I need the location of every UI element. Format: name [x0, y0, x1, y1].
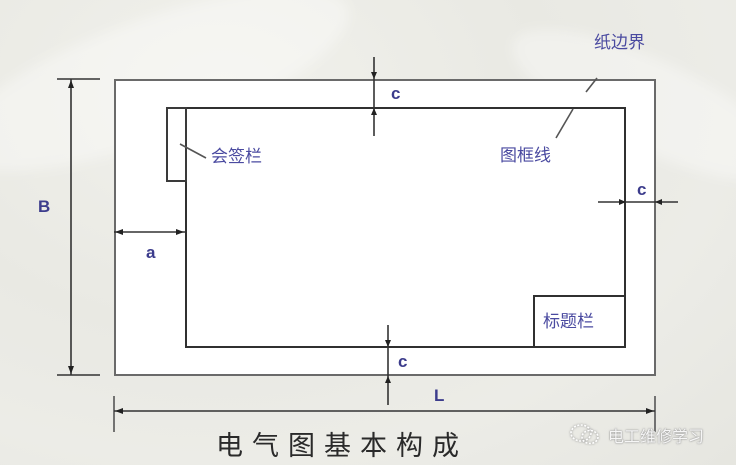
title-block-label: 标题栏	[543, 312, 594, 332]
diagram-caption: 电气图基本构成	[216, 431, 468, 462]
signature-block-label: 会签栏	[211, 147, 262, 167]
dimension-b-label: B	[38, 197, 51, 216]
wechat-icon	[570, 424, 599, 445]
frame-line-label: 图框线	[500, 146, 551, 166]
dimension-l-label: L	[434, 386, 445, 405]
signature-block-box	[166, 107, 187, 182]
dimension-c-right-label: c	[637, 180, 647, 199]
dimension-c-bottom-label: c	[398, 352, 408, 371]
dimension-a-label: a	[146, 243, 156, 262]
paper-boundary-label: 纸边界	[594, 33, 645, 53]
watermark-text: 电工维修学习	[608, 427, 705, 446]
dimension-c-top-label: c	[391, 84, 401, 103]
title-block-box	[533, 295, 626, 348]
